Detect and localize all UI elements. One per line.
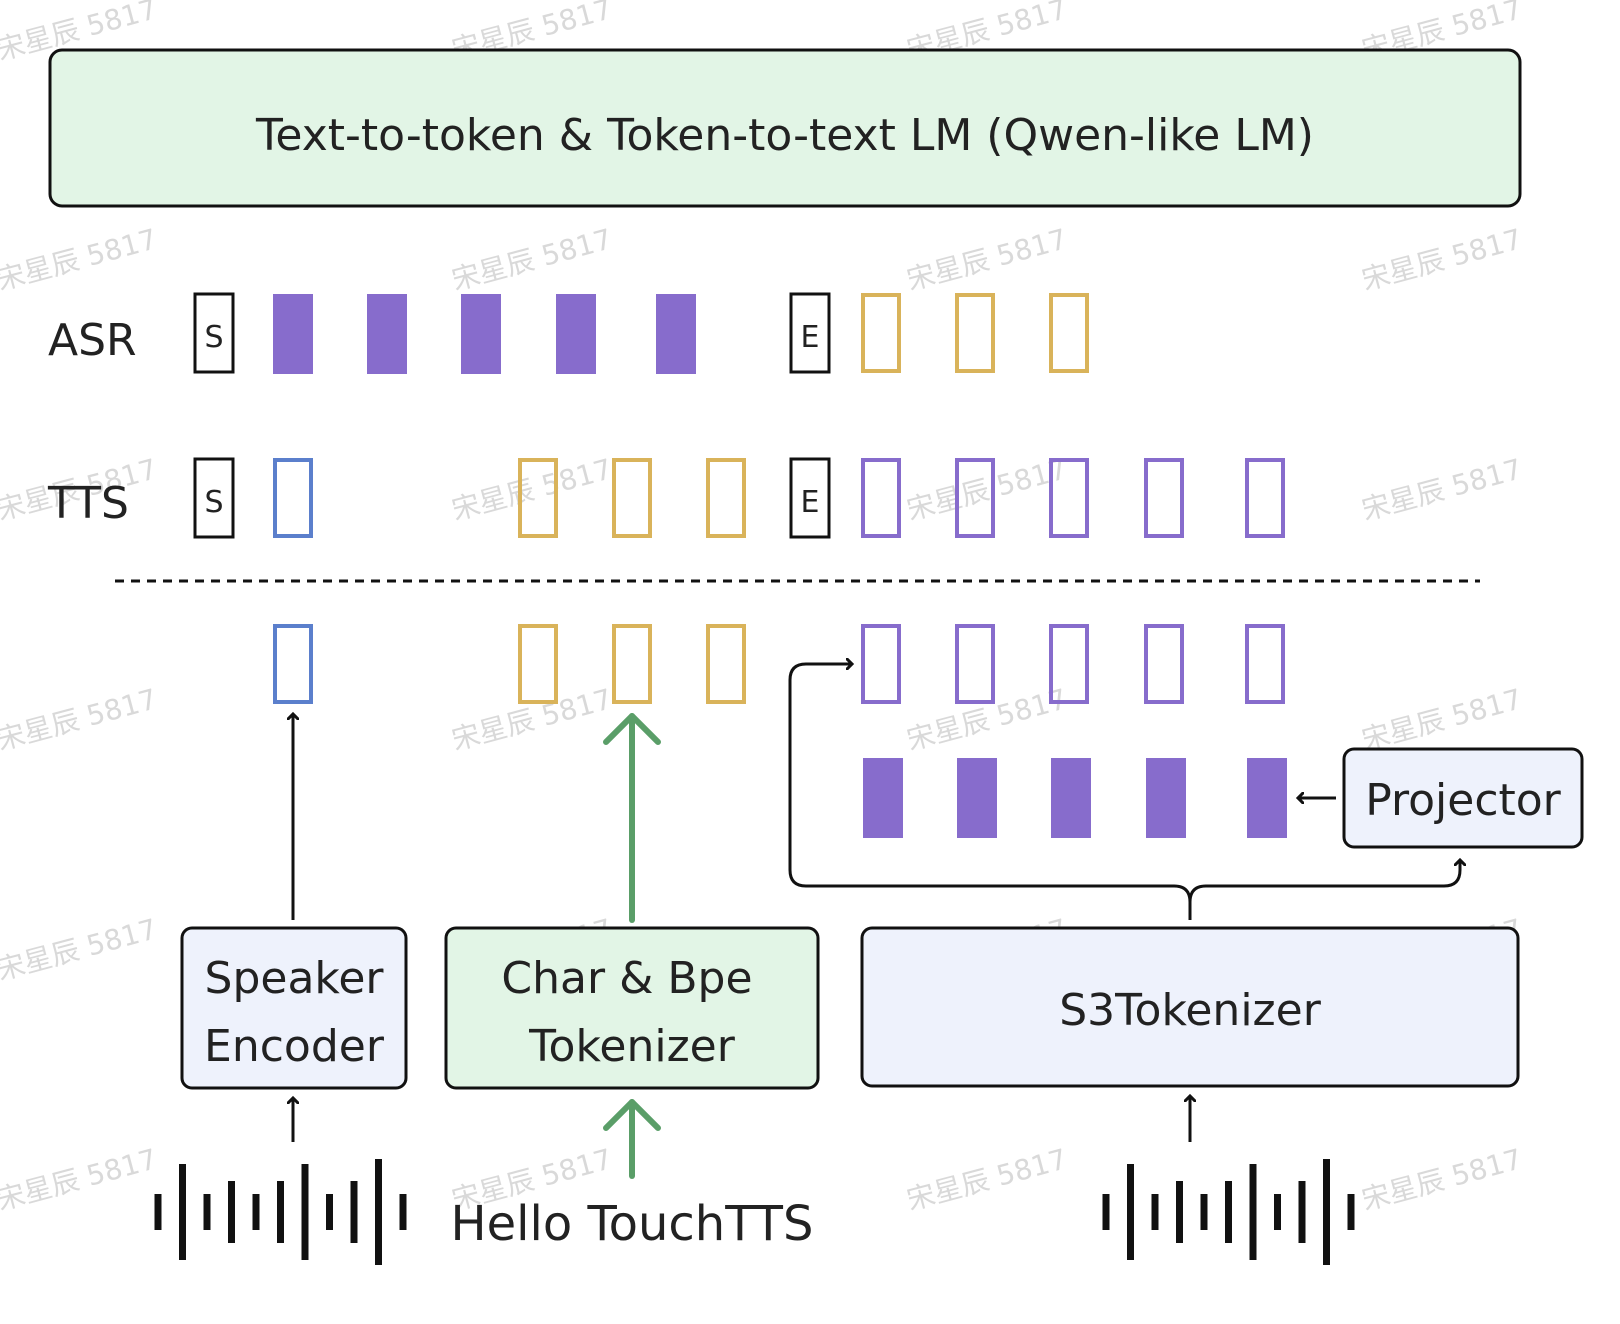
projected-speech-token	[1247, 758, 1287, 838]
projected-speech-token	[1051, 758, 1091, 838]
speech-token	[656, 294, 696, 374]
start-token	[193, 292, 235, 374]
text-token	[1049, 293, 1089, 373]
text-token	[518, 624, 558, 704]
end-token	[789, 457, 831, 539]
projector-box	[1342, 747, 1584, 849]
speaker-encoder-box	[180, 926, 408, 1090]
end-token-label: E	[801, 485, 820, 520]
watermark-text: 宋星辰 5817	[903, 452, 1070, 526]
speech-token-outline	[1049, 458, 1089, 538]
tts-row: S E	[193, 457, 1285, 539]
lm-title: Text-to-token & Token-to-text LM (Qwen-l…	[255, 110, 1314, 161]
s3-split-connector	[788, 664, 1460, 920]
speech-token	[367, 294, 407, 374]
green-up-arrow	[603, 713, 661, 923]
speech-token	[556, 294, 596, 374]
start-token-label: S	[204, 485, 223, 520]
char-bpe-tokenizer-label-line1: Char & Bpe	[501, 953, 752, 1004]
asr-label: ASR	[48, 315, 137, 366]
watermark-text: 宋星辰 5817	[448, 682, 615, 756]
start-token-label: S	[204, 320, 223, 355]
input-token-row	[273, 624, 1285, 704]
watermark-text: 宋星辰 5817	[0, 912, 160, 986]
watermark-text: 宋星辰 5817	[0, 222, 160, 296]
speech-token-outline	[1245, 624, 1285, 704]
speech-token	[461, 294, 501, 374]
text-token	[861, 293, 901, 373]
speaker-token	[273, 458, 313, 538]
char-bpe-tokenizer-box	[444, 926, 820, 1090]
speech-token-outline	[955, 458, 995, 538]
projector-label: Projector	[1365, 775, 1561, 826]
speaker-encoder-label-line1: Speaker	[205, 953, 385, 1004]
speaker-token	[273, 624, 313, 704]
end-token-label: E	[801, 320, 820, 355]
speech-token-outline	[1245, 458, 1285, 538]
projected-token-row	[863, 758, 1287, 838]
speaker-waveform-icon	[154, 1159, 407, 1265]
text-token	[706, 458, 746, 538]
watermark-text: 宋星辰 5817	[1358, 682, 1525, 756]
speech-token-outline	[1144, 624, 1184, 704]
watermark-text: 宋星辰 5817	[1358, 452, 1525, 526]
projected-speech-token	[863, 758, 903, 838]
watermark-text: 宋星辰 5817	[0, 1142, 160, 1216]
speech-token	[273, 294, 313, 374]
asr-row: S E	[193, 292, 1089, 374]
text-token	[612, 624, 652, 704]
speech-token-outline	[861, 624, 901, 704]
watermark-text: 宋星辰 5817	[903, 1142, 1070, 1216]
green-input-arrow	[603, 1099, 661, 1179]
projected-speech-token	[957, 758, 997, 838]
watermark-text: 宋星辰 5817	[1358, 1142, 1525, 1216]
speech-waveform-icon	[1102, 1159, 1355, 1265]
start-token	[193, 457, 235, 539]
speech-token-outline	[1144, 458, 1184, 538]
end-token	[789, 292, 831, 374]
text-token	[955, 293, 995, 373]
speech-token-outline	[955, 624, 995, 704]
watermark-text: 宋星辰 5817	[1358, 222, 1525, 296]
lm-box	[48, 48, 1522, 208]
speaker-encoder-label-line2: Encoder	[204, 1021, 385, 1072]
s3-tokenizer-box	[860, 926, 1520, 1088]
text-token	[706, 624, 746, 704]
tts-label: TTS	[47, 478, 129, 529]
text-token	[612, 458, 652, 538]
text-token	[518, 458, 558, 538]
watermark-text: 宋星辰 5817	[0, 682, 160, 756]
watermark-text: 宋星辰 5817	[448, 452, 615, 526]
char-bpe-tokenizer-label-line2: Tokenizer	[528, 1021, 736, 1072]
projected-speech-token	[1146, 758, 1186, 838]
input-text: Hello TouchTTS	[451, 1196, 814, 1252]
speech-token-outline	[1049, 624, 1089, 704]
watermark-text: 宋星辰 5817	[903, 222, 1070, 296]
watermark-text: 宋星辰 5817	[903, 682, 1070, 756]
s3-tokenizer-label: S3Tokenizer	[1059, 985, 1322, 1036]
watermark-text: 宋星辰 5817	[448, 222, 615, 296]
speech-token-outline	[861, 458, 901, 538]
